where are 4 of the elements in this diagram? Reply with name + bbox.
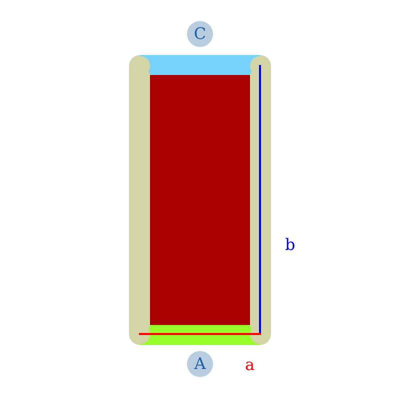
point-marker: C xyxy=(187,21,213,47)
dimension-label: b xyxy=(285,236,296,254)
dimension-label: a xyxy=(245,356,255,374)
point-marker: A xyxy=(187,351,213,377)
